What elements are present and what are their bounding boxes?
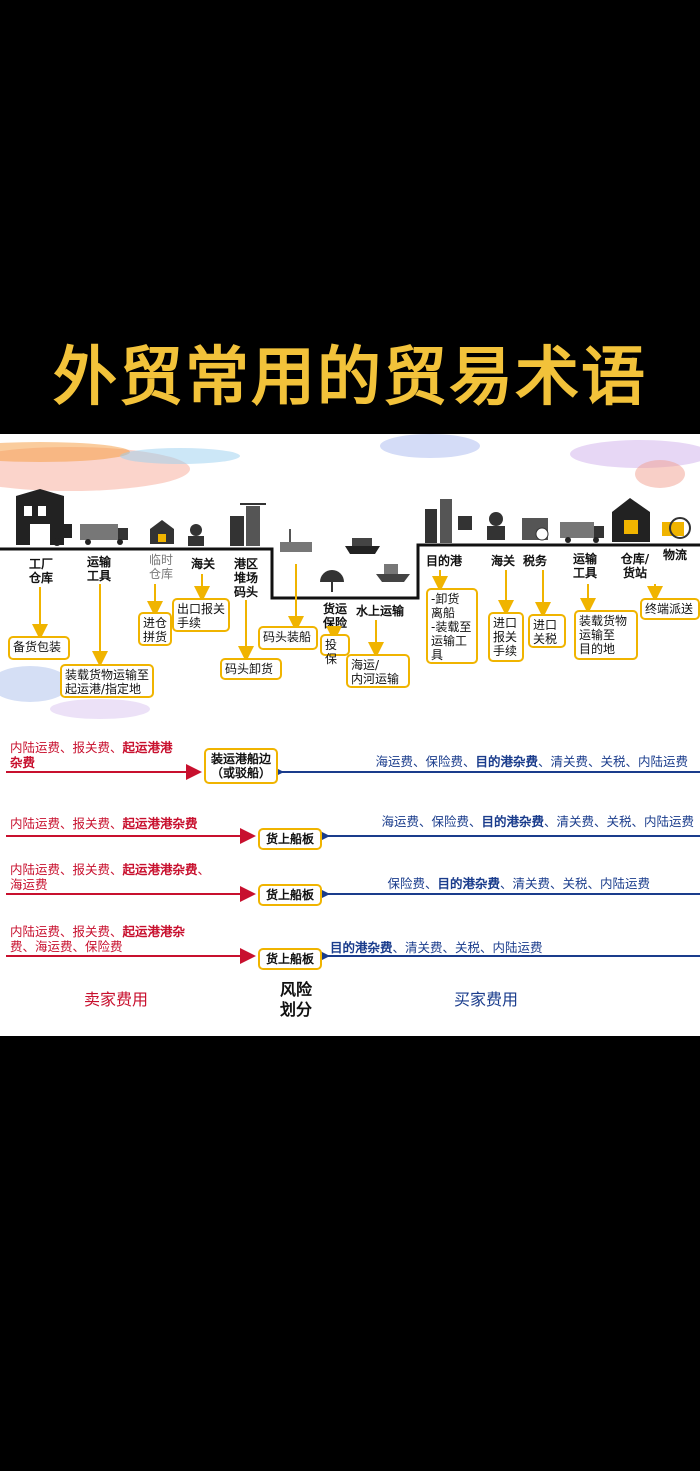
box-deliver-destination: 装载货物 运输至 目的地 xyxy=(574,610,638,660)
seller-costs-row-2: 内陆运费、报关费、起运港港杂费 xyxy=(10,816,198,831)
risk-point-row-3: 货上船板 xyxy=(258,884,322,906)
box-import-clearance: 进口 报关 手续 xyxy=(488,612,524,662)
box-yard-unload: 码头卸货 xyxy=(220,658,282,680)
label-customs-import: 海关 xyxy=(490,554,515,568)
footer-seller-costs: 卖家费用 xyxy=(84,990,149,1009)
truck-icon xyxy=(80,524,128,545)
factory-icon xyxy=(16,489,72,546)
label-transport: 运输 工具 xyxy=(86,555,111,583)
risk-point-row-1: 装运港船边 （或驳船） xyxy=(204,748,278,784)
cost-arrows xyxy=(6,764,700,964)
box-loading: 装载货物运输至 起运港/指定地 xyxy=(60,664,154,698)
port-crane-icon xyxy=(230,503,266,546)
page-title: 外贸常用的贸易术语 xyxy=(53,341,647,415)
label-water-transport: 水上运输 xyxy=(355,604,404,618)
buyer-costs-row-4: 目的港杂费、清关费、关税、内陆运费 xyxy=(330,940,543,955)
diagram-panel: 工厂 仓库 运输 工具 临时 仓库 海关 港区 堆场 码头 货运 保险 水上运输… xyxy=(0,434,700,1036)
delivery-icon xyxy=(662,517,691,539)
tax-building-icon xyxy=(522,518,549,541)
label-transport-2: 运输 工具 xyxy=(572,552,597,580)
customs-officer-icon xyxy=(188,524,204,546)
decorative-background xyxy=(0,434,700,719)
label-temp-warehouse: 临时 仓库 xyxy=(148,553,173,581)
box-packing: 备货包装 xyxy=(8,636,70,660)
customs-officer-icon-2 xyxy=(487,512,505,540)
box-export-clearance: 出口报关 手续 xyxy=(172,598,230,632)
box-sea-river: 海运/ 内河运输 xyxy=(346,654,410,688)
box-final-delivery: 终端派送 xyxy=(640,598,700,620)
box-insure: 投保 xyxy=(320,634,350,666)
buyer-costs-row-3: 保险费、目的港杂费、清关费、关税、内陆运费 xyxy=(387,876,650,891)
footer-buyer-costs: 买家费用 xyxy=(454,990,519,1009)
dock-icon xyxy=(280,529,312,552)
buyer-costs-row-2: 海运费、保险费、目的港杂费、清关费、关税、内陆运费 xyxy=(381,814,694,829)
box-unload-destination: -卸货 离船 -装载至 运输工 具 xyxy=(426,588,478,664)
temp-warehouse-icon xyxy=(150,520,174,544)
truck-icon-2 xyxy=(560,522,604,543)
seller-costs-row-1: 内陆运费、报关费、起运港港杂费 xyxy=(10,740,173,770)
seller-costs-row-4: 内陆运费、报关费、起运港港杂 费、海运费、保险费 xyxy=(10,924,186,954)
box-dock-loading: 码头装船 xyxy=(258,626,318,650)
orange-arrows xyxy=(32,564,663,667)
risk-point-row-2: 货上船板 xyxy=(258,828,322,850)
label-tax: 税务 xyxy=(522,554,547,568)
box-consolidation: 进仓 拼货 xyxy=(138,612,172,646)
label-logistics: 物流 xyxy=(662,548,687,562)
insurance-umbrella-icon xyxy=(320,570,344,592)
label-customs: 海关 xyxy=(190,557,215,571)
box-import-tax: 进口 关税 xyxy=(528,614,566,648)
label-factory-warehouse: 工厂 仓库 xyxy=(28,557,53,585)
label-port-yard: 港区 堆场 码头 xyxy=(233,557,258,599)
ship-icon xyxy=(345,538,380,554)
warehouse-icon xyxy=(612,498,650,542)
risk-point-row-4: 货上船板 xyxy=(258,948,322,970)
label-warehouse-station: 仓库/ 货站 xyxy=(620,552,650,580)
label-destination-port: 目的港 xyxy=(425,554,462,568)
process-line xyxy=(0,489,700,600)
footer-risk-division: 风险 划分 xyxy=(279,980,312,1019)
seller-costs-row-3: 内陆运费、报关费、起运港港杂费、 海运费 xyxy=(10,862,211,892)
buyer-costs-row-1: 海运费、保险费、目的港杂费、清关费、关税、内陆运费 xyxy=(375,754,688,769)
barge-icon xyxy=(376,564,410,582)
destination-port-icon xyxy=(425,499,472,543)
